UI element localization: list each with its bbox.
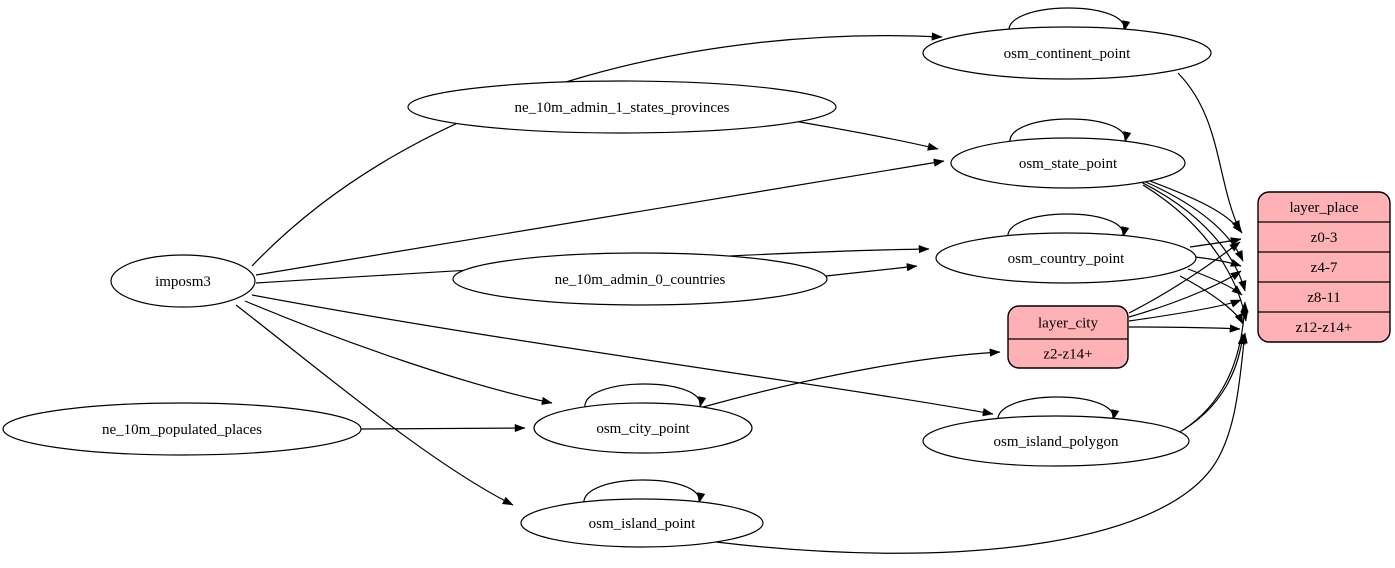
node-shape-osm_country_point <box>935 232 1197 284</box>
record-row-layer_city-z2-z14+: z2-z14+ <box>1043 347 1092 363</box>
node-label-osm_country_point: osm_country_point <box>1008 251 1125 267</box>
edge-imposm3-to-osm_island_point <box>235 304 514 506</box>
node-osm_continent_point: osm_continent_point <box>922 26 1212 80</box>
edge-osm_country_point-to-layer_place:z4-7 <box>1194 256 1242 267</box>
node-shape-imposm3 <box>110 254 256 308</box>
node-label-osm_island_point: osm_island_point <box>589 516 697 532</box>
record-shape-layer_place <box>1257 191 1391 343</box>
edge-layer_city-to-layer_place:z8-11 <box>1128 299 1242 322</box>
node-shape-osm_city_point <box>533 402 753 454</box>
node-osm_country_point: osm_country_point <box>935 232 1197 284</box>
record-shape-layer_city <box>1007 305 1129 369</box>
edge-layer_city-to-layer_place:z0-3 <box>1128 241 1241 314</box>
node-osm_island_point: osm_island_point <box>520 498 764 548</box>
record-layer_city: layer_city z2-z14+ <box>1007 305 1129 369</box>
edge-osm_island_polygon-to-layer_place:z12-z14+ <box>1175 333 1246 435</box>
self-loop-osm_country_point <box>1007 213 1130 240</box>
node-osm_island_polygon: osm_island_polygon <box>922 415 1190 467</box>
node-label-osm_continent_point: osm_continent_point <box>1004 46 1131 62</box>
edge-osm_island_point-to-layer_place:z12-z14+ <box>715 332 1248 554</box>
node-label-ne_10m_populated_places: ne_10m_populated_places <box>102 422 262 438</box>
edge-osm_city_point-to-layer_city:z2-z14+ <box>702 348 1001 408</box>
self-loop-osm_island_polygon <box>997 396 1120 423</box>
node-ne_10m_admin_1_states_provinces: ne_10m_admin_1_states_provinces <box>407 80 837 134</box>
self-loop-osm_continent_point <box>1008 7 1131 34</box>
edge-osm_continent_point-to-layer_place:z0-3 <box>1177 72 1241 232</box>
node-label-osm_city_point: osm_city_point <box>596 421 690 437</box>
node-label-osm_island_polygon: osm_island_polygon <box>993 434 1119 450</box>
edge-osm_state_point-to-layer_place:z8-11 <box>1140 181 1247 292</box>
edge-layer_city-to-layer_place:z12-z14+ <box>1128 324 1241 333</box>
record-row-layer_place-z4-7: z4-7 <box>1311 260 1338 276</box>
edge-osm_island_polygon-to-layer_place:z8-11 <box>1182 301 1249 431</box>
edge-osm_country_point-to-layer_place:z8-11 <box>1187 268 1243 296</box>
node-osm_state_point: osm_state_point <box>950 137 1186 189</box>
edge-osm_country_point-to-layer_place:z12-z14+ <box>1179 275 1244 325</box>
node-label-ne_10m_admin_1_states_provinces: ne_10m_admin_1_states_provinces <box>515 100 730 116</box>
edge-osm_state_point-to-layer_place:z0-3 <box>1135 175 1243 234</box>
edge-osm_country_point-to-layer_place:z0-3 <box>1189 237 1242 248</box>
node-ne_10m_admin_0_countries: ne_10m_admin_0_countries <box>452 252 828 306</box>
record-layer_place: layer_place z0-3 z4-7 z8-11 z12-z14+ <box>1257 191 1391 343</box>
record-row-layer_place-z0-3: z0-3 <box>1311 230 1338 246</box>
record-row-layer_place-z8-11: z8-11 <box>1307 290 1341 306</box>
record-title-layer_place: layer_place <box>1289 200 1358 216</box>
edge-ne_10m_admin_0_countries-to-osm_country_point <box>825 263 918 277</box>
edge-imposm3-to-osm_island_polygon <box>251 294 994 417</box>
record-row-layer_place-z12-z14+: z12-z14+ <box>1296 320 1353 336</box>
node-shape-ne_10m_populated_places <box>2 402 362 456</box>
node-shape-osm_island_point <box>520 498 764 548</box>
node-label-imposm3: imposm3 <box>155 274 211 290</box>
edge-layer_city-to-layer_place:z4-7 <box>1128 270 1242 318</box>
node-shape-osm_state_point <box>950 137 1186 189</box>
node-label-ne_10m_admin_0_countries: ne_10m_admin_0_countries <box>555 272 726 288</box>
edge-imposm3-to-osm_city_point <box>244 300 553 405</box>
self-loop-osm_city_point <box>584 383 707 410</box>
self-loop-osm_state_point <box>1009 118 1132 145</box>
record-title-layer_city: layer_city <box>1038 316 1098 332</box>
node-shape-osm_island_polygon <box>922 415 1190 467</box>
edge-ne_10m_populated_places-to-osm_city_point <box>360 423 526 433</box>
node-osm_city_point: osm_city_point <box>533 402 753 454</box>
edge-imposm3-to-osm_continent_point <box>251 32 943 267</box>
edge-osm_state_point-to-layer_place:z4-7 <box>1138 178 1244 262</box>
node-label-osm_state_point: osm_state_point <box>1019 156 1118 172</box>
node-ne_10m_populated_places: ne_10m_populated_places <box>2 402 362 456</box>
edge-ne_10m_admin_1_states_provinces-to-osm_state_point <box>793 120 939 151</box>
node-shape-osm_continent_point <box>922 26 1212 80</box>
node-shape-ne_10m_admin_0_countries <box>452 252 828 306</box>
node-shape-ne_10m_admin_1_states_provinces <box>407 80 837 134</box>
self-loop-osm_island_point <box>583 479 706 506</box>
node-imposm3: imposm3 <box>110 254 256 308</box>
